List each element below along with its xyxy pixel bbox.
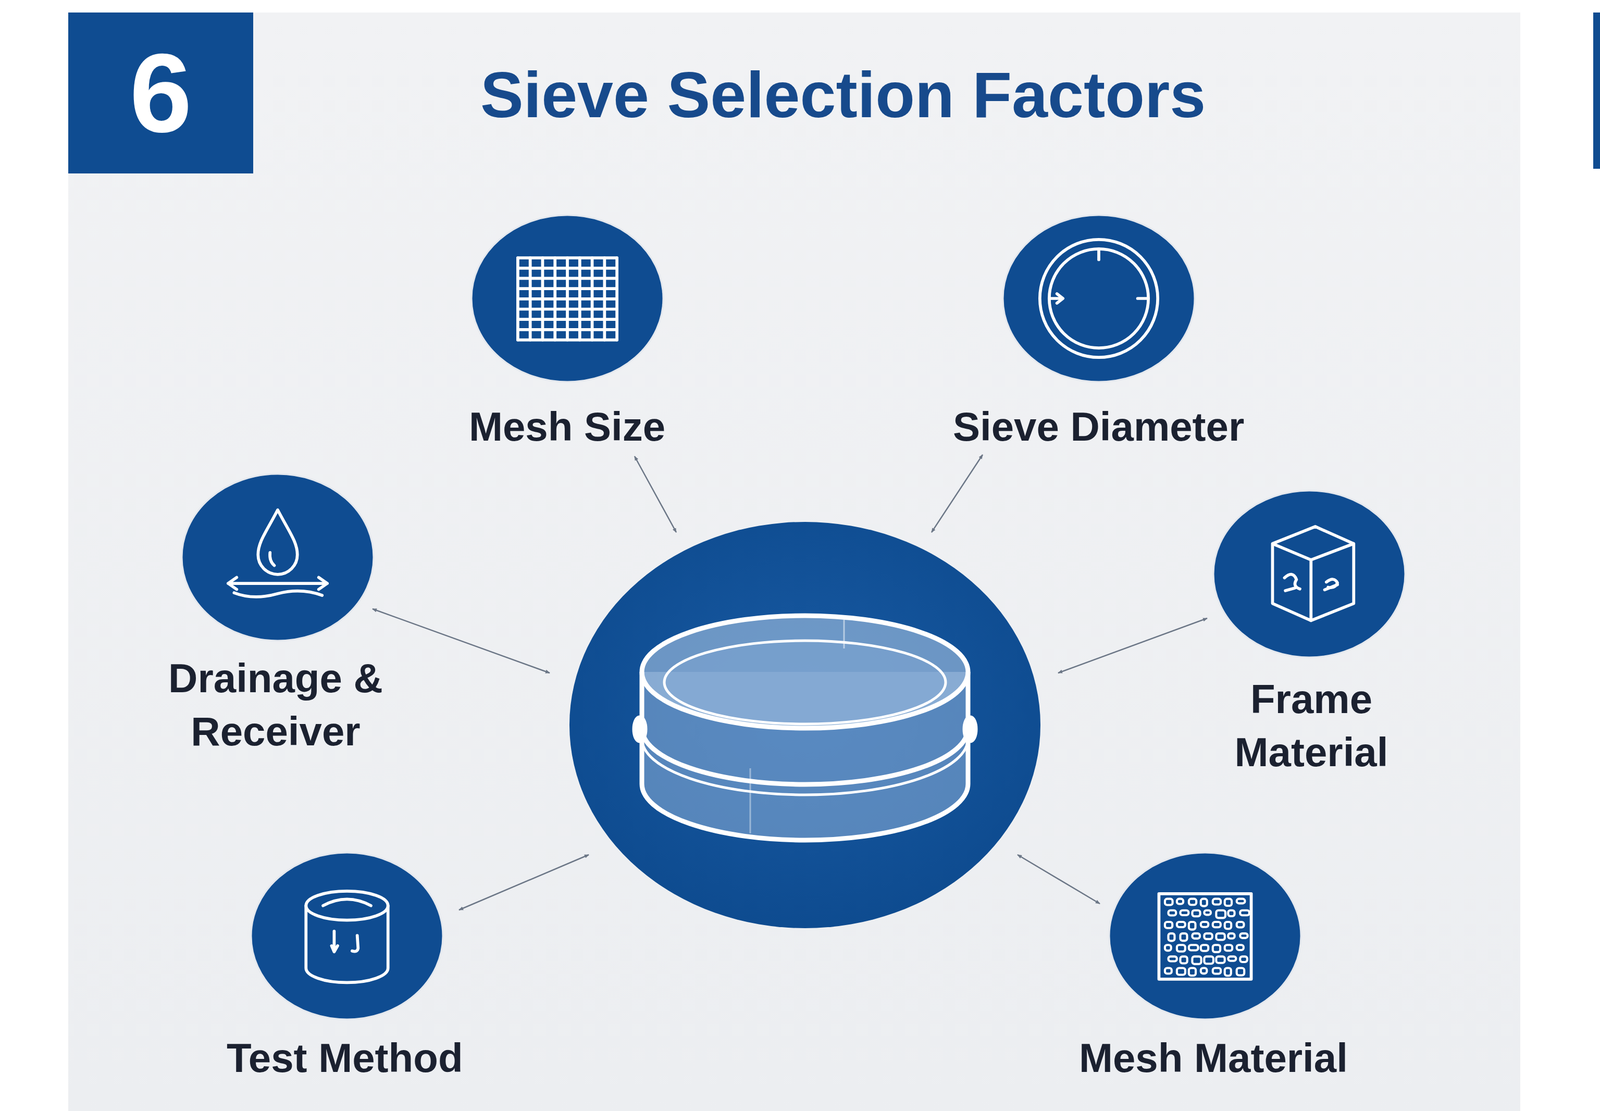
connector-lines (372, 454, 1208, 911)
page-title: Sieve Selection Factors (480, 59, 1206, 131)
next-slide-edge (1593, 12, 1600, 169)
hub-circle (569, 522, 1041, 929)
factor-label: Mesh Material (1078, 1031, 1348, 1085)
factor-label: Sieve Diameter (952, 400, 1245, 454)
sieve-stack (634, 615, 976, 841)
icon-circle-shape (1108, 852, 1302, 1022)
section-number-box: 6 (68, 12, 254, 174)
factor-icon-circle: Frame Material (1212, 490, 1407, 660)
section-number: 6 (68, 12, 254, 174)
factor-icon-circle: Sieve Diameter (1001, 214, 1196, 384)
factor-icon-circle: Test Method (250, 852, 444, 1022)
icon-circle-shape (1001, 214, 1196, 384)
factor-label: Test Method (226, 1031, 464, 1085)
factor-icon-circle: Mesh Material (1108, 852, 1302, 1022)
icon-circle-shape (470, 214, 665, 384)
factor-label: Mesh Size (468, 400, 666, 454)
factor-label: Drainage & Receiver (140, 651, 412, 759)
icon-circle-shape (180, 473, 375, 643)
factor-label: Frame Material (1181, 672, 1442, 779)
icon-circle-shape (250, 852, 444, 1022)
factor-icon-circle: Drainage & Receiver (180, 473, 375, 643)
factor-icon-circle: Mesh Size (470, 214, 665, 384)
icon-circle-shape (1212, 490, 1407, 660)
